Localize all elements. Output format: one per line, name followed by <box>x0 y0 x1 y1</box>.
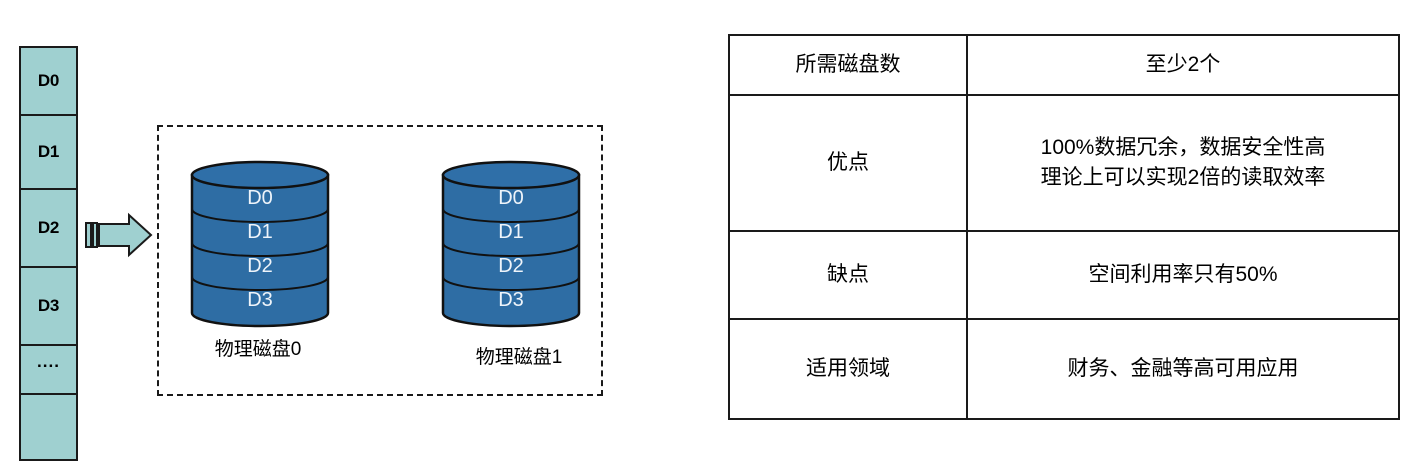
table-row: 所需磁盘数 至少2个 <box>728 34 1400 96</box>
row-value-disadvantages: 空间利用率只有50% <box>966 230 1400 320</box>
disk-cylinder-icon: D0 D1 D2 D3 <box>190 160 330 328</box>
data-block-label: D3 <box>37 296 60 315</box>
physical-disk-0: D0 D1 D2 D3 物理磁盘0 <box>190 160 330 361</box>
table-row: 适用领域 财务、金融等高可用应用 <box>728 318 1400 420</box>
physical-disk-0-caption: 物理磁盘0 <box>214 339 302 360</box>
cell-line: 理论上可以实现2倍的读取效率 <box>1040 166 1326 189</box>
physical-disk-1-caption: 物理磁盘1 <box>475 347 563 368</box>
raid1-properties-table: 所需磁盘数 至少2个 优点 100%数据冗余，数据安全性高 理论上可以实现2倍的… <box>728 34 1400 420</box>
physical-disk-1: D0 D1 D2 D3 物理磁盘1 <box>441 160 581 369</box>
data-block-ellipsis: .... <box>21 346 76 395</box>
data-block-d0: D0 <box>21 48 76 116</box>
row-value-advantages: 100%数据冗余，数据安全性高 理论上可以实现2倍的读取效率 <box>966 94 1400 232</box>
data-block-d2: D2 <box>21 190 76 268</box>
row-label-disadvantages: 缺点 <box>728 230 968 320</box>
disk-cylinder-icon: D0 D1 D2 D3 <box>441 160 581 328</box>
data-block-d3: D3 <box>21 268 76 346</box>
row-label-required-disks: 所需磁盘数 <box>728 34 968 96</box>
row-value-use-cases: 财务、金融等高可用应用 <box>966 318 1400 420</box>
data-block-label: D2 <box>37 218 60 237</box>
cell-line: 100%数据冗余，数据安全性高 <box>1040 135 1326 159</box>
cell-line: 至少2个 <box>1145 52 1221 76</box>
data-block-label: D1 <box>37 142 60 161</box>
table-row: 缺点 空间利用率只有50% <box>728 230 1400 320</box>
row-label-advantages: 优点 <box>728 94 968 232</box>
right-arrow-icon <box>85 212 153 258</box>
cell-line: 财务、金融等高可用应用 <box>1067 356 1299 380</box>
row-label-use-cases: 适用领域 <box>728 318 968 420</box>
cell-line: 空间利用率只有50% <box>1088 262 1278 286</box>
data-block-empty <box>21 395 76 459</box>
data-block-label: .... <box>37 352 60 371</box>
data-block-label: D0 <box>37 71 60 90</box>
data-block-d1: D1 <box>21 116 76 190</box>
incoming-data-column: D0 D1 D2 D3 .... <box>19 46 78 461</box>
row-value-required-disks: 至少2个 <box>966 34 1400 96</box>
table-row: 优点 100%数据冗余，数据安全性高 理论上可以实现2倍的读取效率 <box>728 94 1400 232</box>
raid-group-boundary <box>157 125 603 396</box>
